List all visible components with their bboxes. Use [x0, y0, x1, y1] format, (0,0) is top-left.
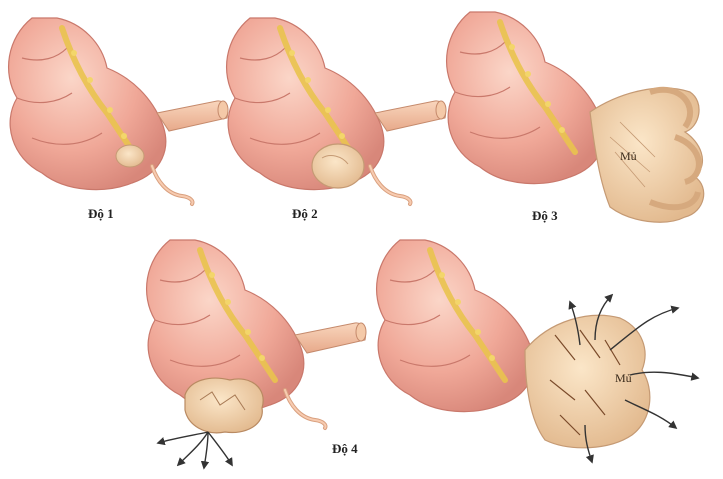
stage-2-label: Độ 2: [292, 206, 318, 221]
stage-3-label: Độ 3: [532, 208, 558, 223]
inflamed-appendix: [116, 145, 144, 167]
stage-1-label: Độ 1: [88, 206, 114, 221]
stage-2-illustration: [227, 18, 446, 204]
abscess-loops: [590, 88, 704, 222]
ruptured-appendix: [185, 378, 263, 433]
swollen-appendix: [312, 144, 364, 188]
stage-3-illustration: [447, 12, 704, 222]
stage-4-label: Độ 4: [332, 441, 358, 456]
perforation-arrows: [158, 432, 232, 468]
stage-3-pus-label: Mủ: [620, 149, 637, 163]
stage-4-illustration: [147, 240, 366, 468]
stage-5-pus-label: Mủ: [615, 371, 632, 385]
stage-5-illustration: [377, 240, 698, 462]
stage-1-illustration: [9, 18, 228, 204]
